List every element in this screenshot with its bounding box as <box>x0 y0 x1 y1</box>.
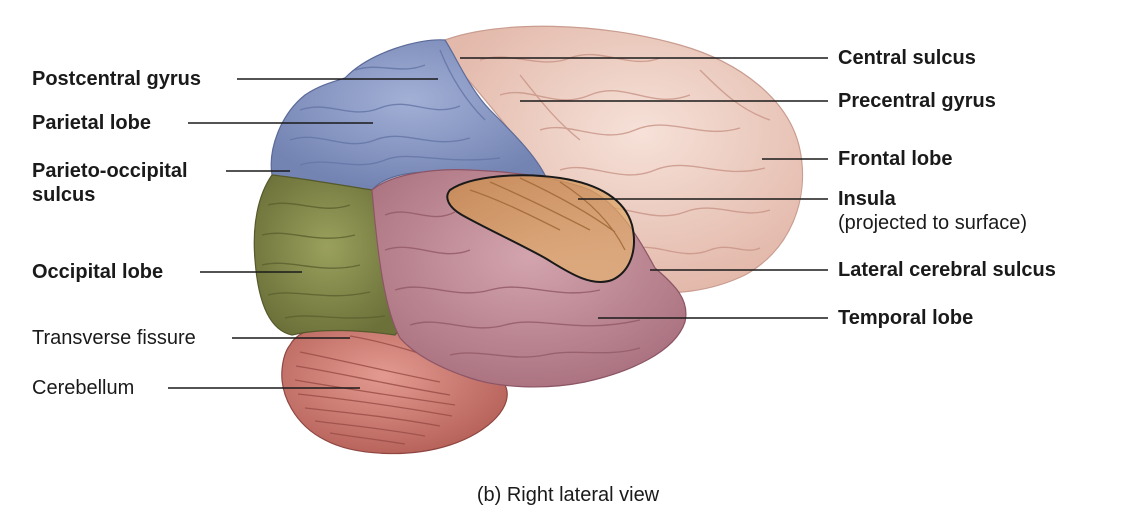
label-cerebellum: Cerebellum <box>32 377 135 399</box>
label-frontal-lobe: Frontal lobe <box>838 148 953 170</box>
label-lateral-cerebral-sulcus: Lateral cerebral sulcus <box>838 259 1056 281</box>
insula-region <box>446 174 635 283</box>
figure-caption: (b) Right lateral view <box>476 484 660 506</box>
label-parietal-lobe: Parietal lobe <box>32 112 151 134</box>
label-insula-title: Insula <box>838 188 896 210</box>
label-temporal-lobe: Temporal lobe <box>838 307 974 329</box>
label-parieto-occipital-sulcus: Parieto-occipital sulcus <box>32 159 188 207</box>
occipital-lobe-region <box>253 174 402 336</box>
label-transverse-fissure: Transverse fissure <box>32 327 196 349</box>
parietal-lobe-region <box>270 39 549 191</box>
label-insula-note: (projected to surface) <box>838 212 1027 234</box>
label-precentral-gyrus: Precentral gyrus <box>838 90 996 112</box>
label-postcentral-gyrus: Postcentral gyrus <box>32 68 201 90</box>
label-central-sulcus: Central sulcus <box>838 47 976 69</box>
label-parieto-occipital-line1: Parieto-occipital <box>32 160 188 182</box>
label-parieto-occipital-line2: sulcus <box>32 184 96 206</box>
label-occipital-lobe: Occipital lobe <box>32 261 164 283</box>
leader-lines <box>168 57 828 389</box>
label-insula: Insula (projected to surface) <box>838 187 1027 235</box>
